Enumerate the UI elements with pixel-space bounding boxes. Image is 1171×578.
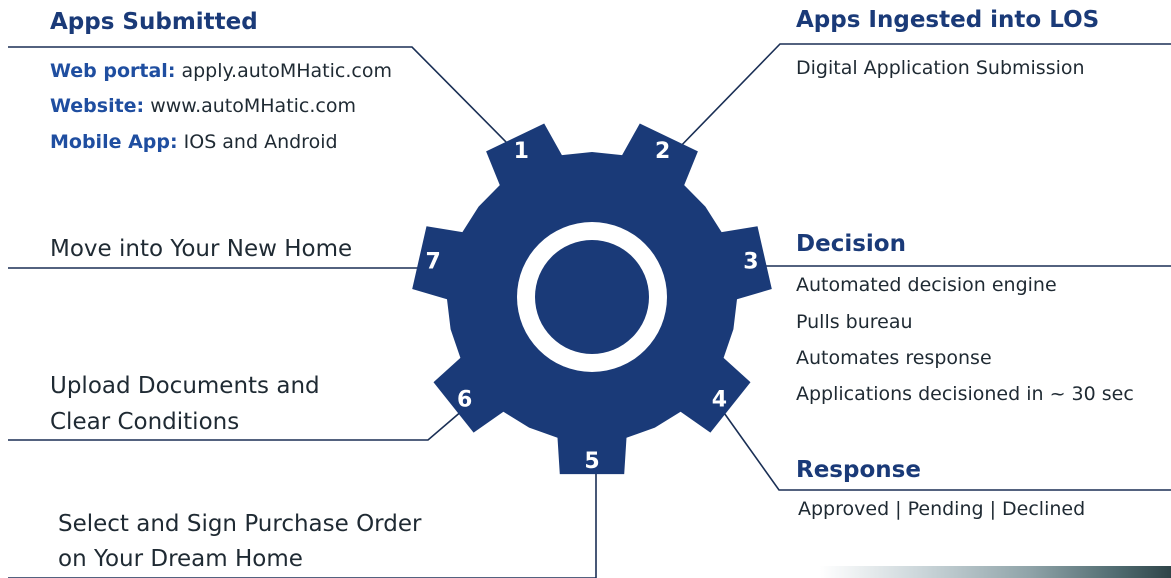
step-3-heading: Decision [796,231,906,257]
step-4-heading: Response [796,457,921,483]
step-7-text: Move into Your New Home [50,236,353,262]
step-3-line: Automated decision engine [796,274,1057,296]
website-label: Website: [50,95,145,117]
website-value: www.autoMHatic.com [144,95,356,117]
step-1-line-website: Website: www.autoMHatic.com [50,95,356,117]
connector-step-6 [8,409,464,441]
web-portal-label: Web portal: [50,60,176,82]
gear-icon [412,123,772,475]
connector-step-5 [8,472,597,578]
step-3-line: Pulls bureau [796,311,913,333]
step-2-heading: Apps Ingested into LOS [796,7,1100,33]
gear-center [535,240,649,354]
step-6-text: Clear Conditions [50,409,240,435]
mobile-app-value: IOS and Android [177,131,338,153]
gear-tooth-number-3: 3 [743,250,758,275]
web-portal-value: apply.autoMHatic.com [175,60,392,82]
step-2-line: Digital Application Submission [796,57,1085,79]
step-4-line: Approved | Pending | Declined [798,498,1086,520]
step-1-line-mobile-app: Mobile App: IOS and Android [50,131,338,153]
gear-tooth-number-7: 7 [425,250,440,275]
step-3-line: Automates response [796,347,992,369]
connector-step-4 [721,409,1171,491]
step-3-line: Applications decisioned in ~ 30 sec [796,383,1134,405]
step-5-text: on Your Dream Home [58,546,303,572]
connector-step-1 [8,46,513,149]
background-photo-strip [820,566,1171,578]
gear-tooth-number-5: 5 [584,449,599,474]
step-1-heading: Apps Submitted [50,9,258,35]
gear-tooth-number-2: 2 [655,139,670,164]
mobile-app-label: Mobile App: [50,131,178,153]
gear-tooth-number-1: 1 [514,139,529,164]
step-6-text: Upload Documents and [50,373,320,399]
step-5-text: Select and Sign Purchase Order [58,511,422,537]
step-1-line-web-portal: Web portal: apply.autoMHatic.com [50,60,392,82]
gear-tooth-number-6: 6 [457,388,472,413]
gear-tooth-number-4: 4 [712,388,727,413]
connector-step-2 [674,43,1171,153]
